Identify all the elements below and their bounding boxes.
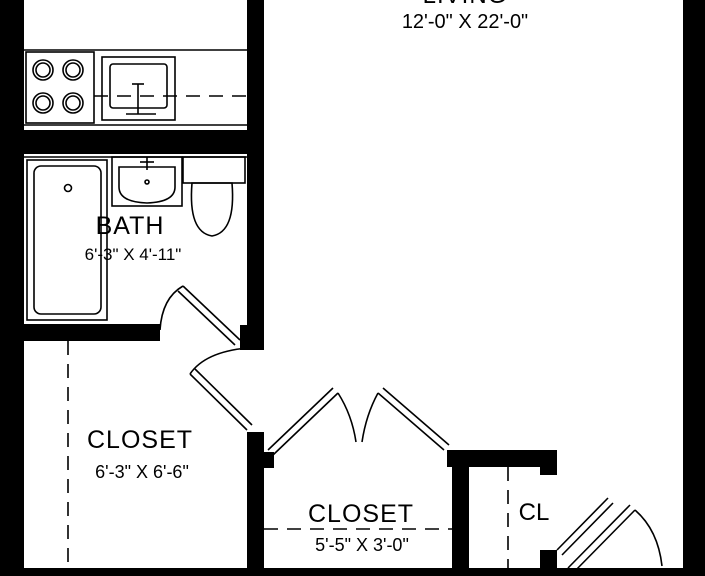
doors — [159, 285, 663, 574]
closet-small-size: 5'-5" X 3'-0" — [315, 535, 409, 555]
door-jamb-closet — [257, 452, 274, 468]
wall-bottom — [0, 568, 705, 576]
closet-small-name: CLOSET — [308, 500, 414, 528]
closet-rods — [67, 341, 509, 568]
wall-closet-divider — [452, 450, 469, 576]
closet-mini-name: CL — [519, 499, 550, 526]
kitchen-sink — [101, 56, 176, 121]
closet-large-name: CLOSET — [87, 426, 193, 454]
bathtub — [26, 159, 108, 321]
bath-name: BATH — [96, 212, 165, 240]
wall-cl-stub — [540, 450, 557, 475]
kitchen-counter — [24, 49, 247, 126]
bath-fixtures — [24, 156, 247, 321]
burner-icons — [32, 59, 84, 114]
wall-bath-bottom — [0, 324, 160, 341]
door-jamb-bath — [240, 325, 264, 350]
bath-size: 6'-3" X 4'-11" — [85, 245, 182, 264]
room-labels: LIVING 12'-0" X 22'-0" BATH 6'-3" X 4'-1… — [85, 0, 550, 555]
living-room-name: LIVING — [423, 0, 508, 9]
toilet — [182, 156, 246, 184]
stove — [25, 51, 95, 124]
wall-center-vertical — [247, 0, 264, 350]
wall-left — [0, 0, 24, 576]
wall-closet-top-right — [447, 450, 557, 467]
wall-right — [683, 0, 705, 576]
closet-large-size: 6'-3" X 6'-6" — [95, 462, 189, 482]
wall-kitchen-bath — [0, 130, 264, 154]
living-room-size: 12'-0" X 22'-0" — [402, 11, 528, 33]
